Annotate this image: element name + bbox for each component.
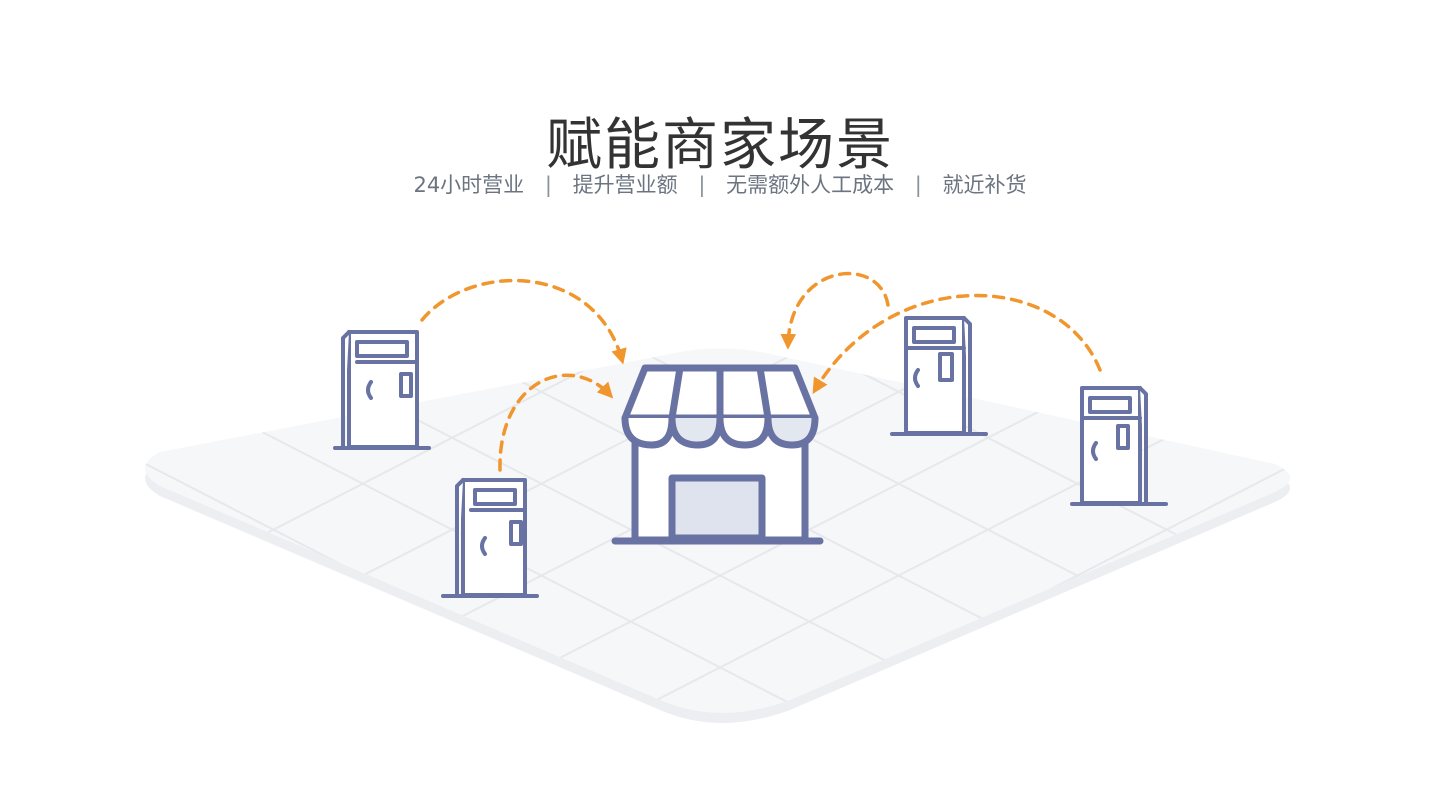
feature-item: 就近补货 xyxy=(942,173,1027,197)
feature-item: 提升营业额 xyxy=(572,173,678,197)
dashed-arrow-icon xyxy=(498,373,614,472)
divider: | xyxy=(914,173,922,197)
vending-machine-icon xyxy=(441,478,539,598)
feature-list: 24小时营业 | 提升营业额 | 无需额外人工成本 | 就近补货 xyxy=(0,170,1440,200)
store-awning-stripes xyxy=(668,364,772,422)
divider: | xyxy=(544,173,552,197)
feature-item: 无需额外人工成本 xyxy=(726,173,895,197)
vending-machine-icon xyxy=(890,316,988,436)
store-door xyxy=(668,474,766,542)
divider: | xyxy=(698,173,706,197)
vending-machine-icon xyxy=(333,330,431,450)
dashed-arrow-icon xyxy=(420,278,627,365)
page-title: 赋能商家场景 xyxy=(546,112,894,178)
dashed-arrows xyxy=(420,271,1102,472)
feature-item: 24小时营业 xyxy=(413,173,525,197)
store-icon xyxy=(611,364,824,545)
dashed-arrow-icon xyxy=(780,271,890,350)
store-awning-scallops xyxy=(621,414,819,449)
vending-machine-icon xyxy=(1070,386,1168,506)
dashed-arrow-icon xyxy=(812,293,1102,395)
